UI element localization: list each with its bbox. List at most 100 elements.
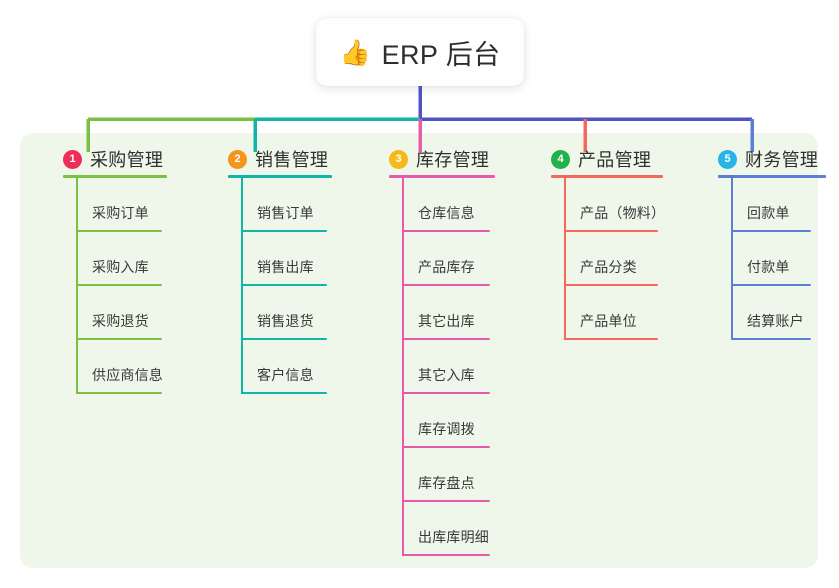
- leaf-item[interactable]: 其它出库: [368, 286, 493, 340]
- leaf-item-label: 库存调拨: [418, 421, 475, 437]
- leaf-underline: [241, 284, 327, 286]
- leaf-underline: [76, 230, 162, 232]
- leaf-item-label: 销售退货: [257, 313, 314, 329]
- leaf-spine: [76, 178, 78, 394]
- leaf-underline: [564, 230, 658, 232]
- leaf-item[interactable]: 库存调拨: [368, 394, 493, 448]
- root-node-label: ERP 后台: [381, 39, 501, 70]
- leaf-item[interactable]: 仓库信息: [368, 178, 493, 232]
- leaf-item-label: 采购订单: [92, 205, 149, 221]
- leaf-list: 销售订单销售出库销售退货客户信息: [207, 178, 332, 394]
- leaf-item[interactable]: 销售订单: [207, 178, 332, 232]
- leaf-spine: [241, 178, 243, 394]
- leaf-list: 回款单付款单结算账户: [697, 178, 819, 340]
- leaf-item[interactable]: 客户信息: [207, 340, 332, 394]
- category-header-4[interactable]: 4 产品管理: [530, 140, 663, 178]
- leaf-item-label: 产品（物料）: [580, 205, 666, 221]
- leaf-underline: [731, 230, 811, 232]
- leaf-list: 仓库信息产品库存其它出库其它入库库存调拨库存盘点出库库明细: [368, 178, 493, 556]
- leaf-item[interactable]: 结算账户: [697, 286, 819, 340]
- leaf-item-label: 库存盘点: [418, 475, 475, 491]
- leaf-underline: [76, 284, 162, 286]
- category-number-badge: 4: [551, 149, 570, 169]
- category-underline: [551, 175, 663, 178]
- leaf-item-label: 结算账户: [747, 313, 804, 329]
- category-number-badge: 1: [63, 149, 82, 169]
- leaf-underline: [402, 554, 490, 556]
- leaf-list: 采购订单采购入库采购退货供应商信息: [42, 178, 167, 394]
- leaf-item[interactable]: 采购入库: [42, 232, 167, 286]
- category-column-5: 5 财务管理回款单付款单结算账户: [697, 140, 826, 340]
- leaf-item[interactable]: 产品库存: [368, 232, 493, 286]
- root-node[interactable]: 👍 ERP 后台: [316, 18, 524, 86]
- leaf-item[interactable]: 产品分类: [530, 232, 660, 286]
- category-column-4: 4 产品管理产品（物料） 产品分类产品单位: [530, 140, 665, 340]
- leaf-item[interactable]: 产品（物料）: [530, 178, 665, 232]
- thumbs-up-icon: 👍: [339, 38, 371, 67]
- leaf-item[interactable]: 出库库明细: [368, 502, 493, 556]
- category-number-badge: 3: [389, 149, 408, 169]
- leaf-item-label: 产品分类: [580, 259, 637, 275]
- category-header-5[interactable]: 5 财务管理: [697, 140, 826, 178]
- leaf-spine: [402, 178, 404, 556]
- category-label: 销售管理: [255, 150, 329, 170]
- category-column-3: 3 库存管理仓库信息产品库存其它出库其它入库库存调拨库存盘点出库库明细: [368, 140, 495, 556]
- leaf-item[interactable]: 采购退货: [42, 286, 167, 340]
- leaf-underline: [76, 392, 162, 394]
- leaf-item-label: 客户信息: [257, 367, 314, 383]
- leaf-item[interactable]: 其它入库: [368, 340, 493, 394]
- category-number-badge: 2: [228, 149, 247, 169]
- leaf-underline: [76, 338, 162, 340]
- leaf-underline: [402, 338, 490, 340]
- leaf-item-label: 产品库存: [418, 259, 475, 275]
- leaf-item-label: 销售订单: [257, 205, 314, 221]
- category-column-1: 1 采购管理采购订单采购入库采购退货供应商信息: [42, 140, 167, 394]
- root-node-content: 👍 ERP 后台: [339, 33, 500, 72]
- leaf-item-label: 付款单: [747, 259, 790, 275]
- leaf-item-label: 采购入库: [92, 259, 149, 275]
- leaf-list: 产品（物料） 产品分类产品单位: [530, 178, 665, 340]
- leaf-underline: [731, 284, 811, 286]
- leaf-item[interactable]: 供应商信息: [42, 340, 167, 394]
- leaf-underline: [241, 338, 327, 340]
- category-header-3[interactable]: 3 库存管理: [368, 140, 495, 178]
- leaf-underline: [402, 446, 490, 448]
- leaf-item-label: 供应商信息: [92, 367, 163, 383]
- category-label: 财务管理: [745, 150, 819, 170]
- leaf-item[interactable]: 销售出库: [207, 232, 332, 286]
- leaf-underline: [402, 284, 490, 286]
- leaf-underline: [241, 392, 327, 394]
- leaf-item-label: 回款单: [747, 205, 790, 221]
- branches-panel: [20, 133, 818, 568]
- leaf-item-label: 销售出库: [257, 259, 314, 275]
- category-header-1[interactable]: 1 采购管理: [42, 140, 167, 178]
- category-label: 采购管理: [90, 150, 164, 170]
- leaf-item-label: 出库库明细: [418, 529, 489, 545]
- category-header-2[interactable]: 2 销售管理: [207, 140, 332, 178]
- leaf-underline: [564, 284, 658, 286]
- category-underline: [63, 175, 167, 178]
- leaf-underline: [402, 392, 490, 394]
- leaf-item-label: 其它出库: [418, 313, 475, 329]
- category-column-2: 2 销售管理销售订单销售出库销售退货客户信息: [207, 140, 332, 394]
- leaf-item[interactable]: 采购订单: [42, 178, 167, 232]
- category-label: 产品管理: [578, 150, 652, 170]
- leaf-underline: [241, 230, 327, 232]
- leaf-item[interactable]: 销售退货: [207, 286, 332, 340]
- category-number-badge: 5: [718, 149, 737, 169]
- leaf-item[interactable]: 回款单: [697, 178, 819, 232]
- leaf-underline: [402, 230, 490, 232]
- category-label: 库存管理: [416, 150, 490, 170]
- category-underline: [228, 175, 332, 178]
- leaf-spine: [731, 178, 733, 340]
- leaf-item[interactable]: 付款单: [697, 232, 819, 286]
- leaf-underline: [731, 338, 811, 340]
- leaf-item[interactable]: 产品单位: [530, 286, 660, 340]
- leaf-item-label: 采购退货: [92, 313, 149, 329]
- leaf-item[interactable]: 库存盘点: [368, 448, 493, 502]
- leaf-underline: [564, 338, 658, 340]
- leaf-item-label: 产品单位: [580, 313, 637, 329]
- leaf-item-label: 仓库信息: [418, 205, 475, 221]
- leaf-spine: [564, 178, 566, 340]
